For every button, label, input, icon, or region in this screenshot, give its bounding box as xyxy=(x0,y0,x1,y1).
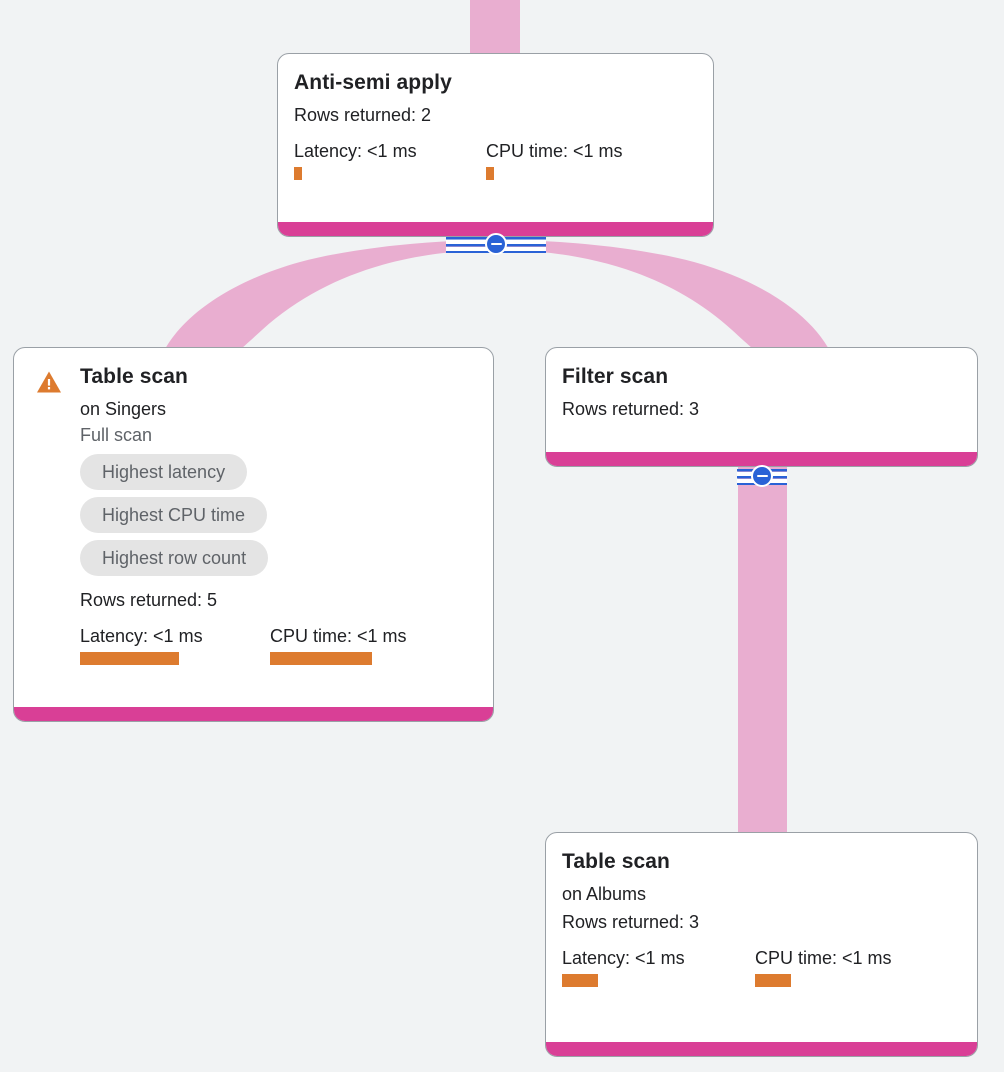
node-chip-list: Highest latency Highest CPU time Highest… xyxy=(80,454,477,583)
metric-cpu-time: CPU time: <1 ms xyxy=(270,625,407,665)
metric-cpu-time-bar xyxy=(270,652,372,665)
node-rows-returned: Rows returned: 3 xyxy=(562,399,700,419)
node-metrics: Latency: <1 ms CPU time: <1 ms xyxy=(294,140,697,180)
metric-latency-label: Latency: <1 ms xyxy=(80,626,203,646)
edge-filter-scan-to-table-scan-albums xyxy=(738,466,787,842)
node-body: Anti-semi apply Rows returned: 2 Latency… xyxy=(278,54,713,222)
node-accent-bar xyxy=(546,1042,977,1056)
chip-row: Highest row count xyxy=(80,540,477,583)
node-content: Table scan on Singers Full scan Highest … xyxy=(80,364,477,697)
edge-anti-semi-apply-to-filter-scan xyxy=(498,240,836,366)
minus-glyph xyxy=(756,474,768,478)
chip-highest-cpu-time[interactable]: Highest CPU time xyxy=(80,497,268,533)
node-accent-bar xyxy=(546,452,977,466)
metric-latency: Latency: <1 ms xyxy=(562,947,755,987)
metric-latency-label: Latency: <1 ms xyxy=(294,141,417,161)
node-body: Table scan on Albums Rows returned: 3 La… xyxy=(546,833,977,1042)
node-rows-returned: Rows returned: 2 xyxy=(294,105,432,125)
minus-circle-icon[interactable] xyxy=(751,465,773,487)
node-body: Filter scan Rows returned: 3 xyxy=(546,348,977,452)
plan-node-anti-semi-apply[interactable]: Anti-semi apply Rows returned: 2 Latency… xyxy=(277,53,714,237)
chip-row: Highest CPU time xyxy=(80,497,477,540)
minus-glyph xyxy=(490,242,502,246)
metric-cpu-time-label: CPU time: <1 ms xyxy=(270,626,407,646)
node-rows-returned: Rows returned: 3 xyxy=(562,912,700,932)
metric-cpu-time-bar xyxy=(755,974,791,987)
chip-highest-row-count[interactable]: Highest row count xyxy=(80,540,269,576)
metric-latency-label: Latency: <1 ms xyxy=(562,948,685,968)
node-metrics: Latency: <1 ms CPU time: <1 ms xyxy=(562,947,961,987)
chip-row: Highest latency xyxy=(80,454,477,497)
chip-highest-latency[interactable]: Highest latency xyxy=(80,454,248,490)
node-subtitle: on Singers xyxy=(80,399,167,419)
node-accent-bar xyxy=(14,707,493,721)
edge-anti-semi-apply-to-table-scan-singers xyxy=(158,240,496,366)
warning-triangle-icon xyxy=(37,371,61,393)
metric-latency-bar xyxy=(562,974,598,987)
metric-cpu-time: CPU time: <1 ms xyxy=(755,947,892,987)
metric-latency-bar xyxy=(80,652,179,665)
node-accent-bar xyxy=(278,222,713,236)
metric-cpu-time: CPU time: <1 ms xyxy=(486,140,623,180)
node-title: Anti-semi apply xyxy=(294,71,452,94)
node-content: Table scan on Albums Rows returned: 3 La… xyxy=(562,849,961,1032)
node-scan-type: Full scan xyxy=(80,425,153,445)
node-title: Filter scan xyxy=(562,365,669,388)
node-title: Table scan xyxy=(562,850,670,873)
plan-node-filter-scan[interactable]: Filter scan Rows returned: 3 xyxy=(545,347,978,467)
node-content: Filter scan Rows returned: 3 xyxy=(562,364,961,442)
metric-cpu-time-label: CPU time: <1 ms xyxy=(755,948,892,968)
node-rows-returned: Rows returned: 5 xyxy=(80,590,218,610)
metric-latency-bar xyxy=(294,167,302,180)
node-content: Anti-semi apply Rows returned: 2 Latency… xyxy=(294,70,697,212)
minus-circle-icon[interactable] xyxy=(485,233,507,255)
collapse-toggle-filter-scan[interactable] xyxy=(712,463,812,489)
metric-latency: Latency: <1 ms xyxy=(294,140,486,180)
metric-cpu-time-bar xyxy=(486,167,494,180)
node-metrics: Latency: <1 ms CPU time: <1 ms xyxy=(80,625,477,665)
metric-latency: Latency: <1 ms xyxy=(80,625,270,665)
node-subtitle: on Albums xyxy=(562,884,647,904)
plan-node-table-scan-albums[interactable]: Table scan on Albums Rows returned: 3 La… xyxy=(545,832,978,1057)
plan-node-table-scan-singers[interactable]: Table scan on Singers Full scan Highest … xyxy=(13,347,494,722)
node-body: Table scan on Singers Full scan Highest … xyxy=(14,348,493,707)
edge-root-to-anti-semi-apply xyxy=(470,0,520,58)
metric-cpu-time-label: CPU time: <1 ms xyxy=(486,141,623,161)
collapse-toggle-anti-semi-apply[interactable] xyxy=(446,231,546,257)
node-title: Table scan xyxy=(80,365,188,388)
node-warning-column xyxy=(30,364,80,697)
